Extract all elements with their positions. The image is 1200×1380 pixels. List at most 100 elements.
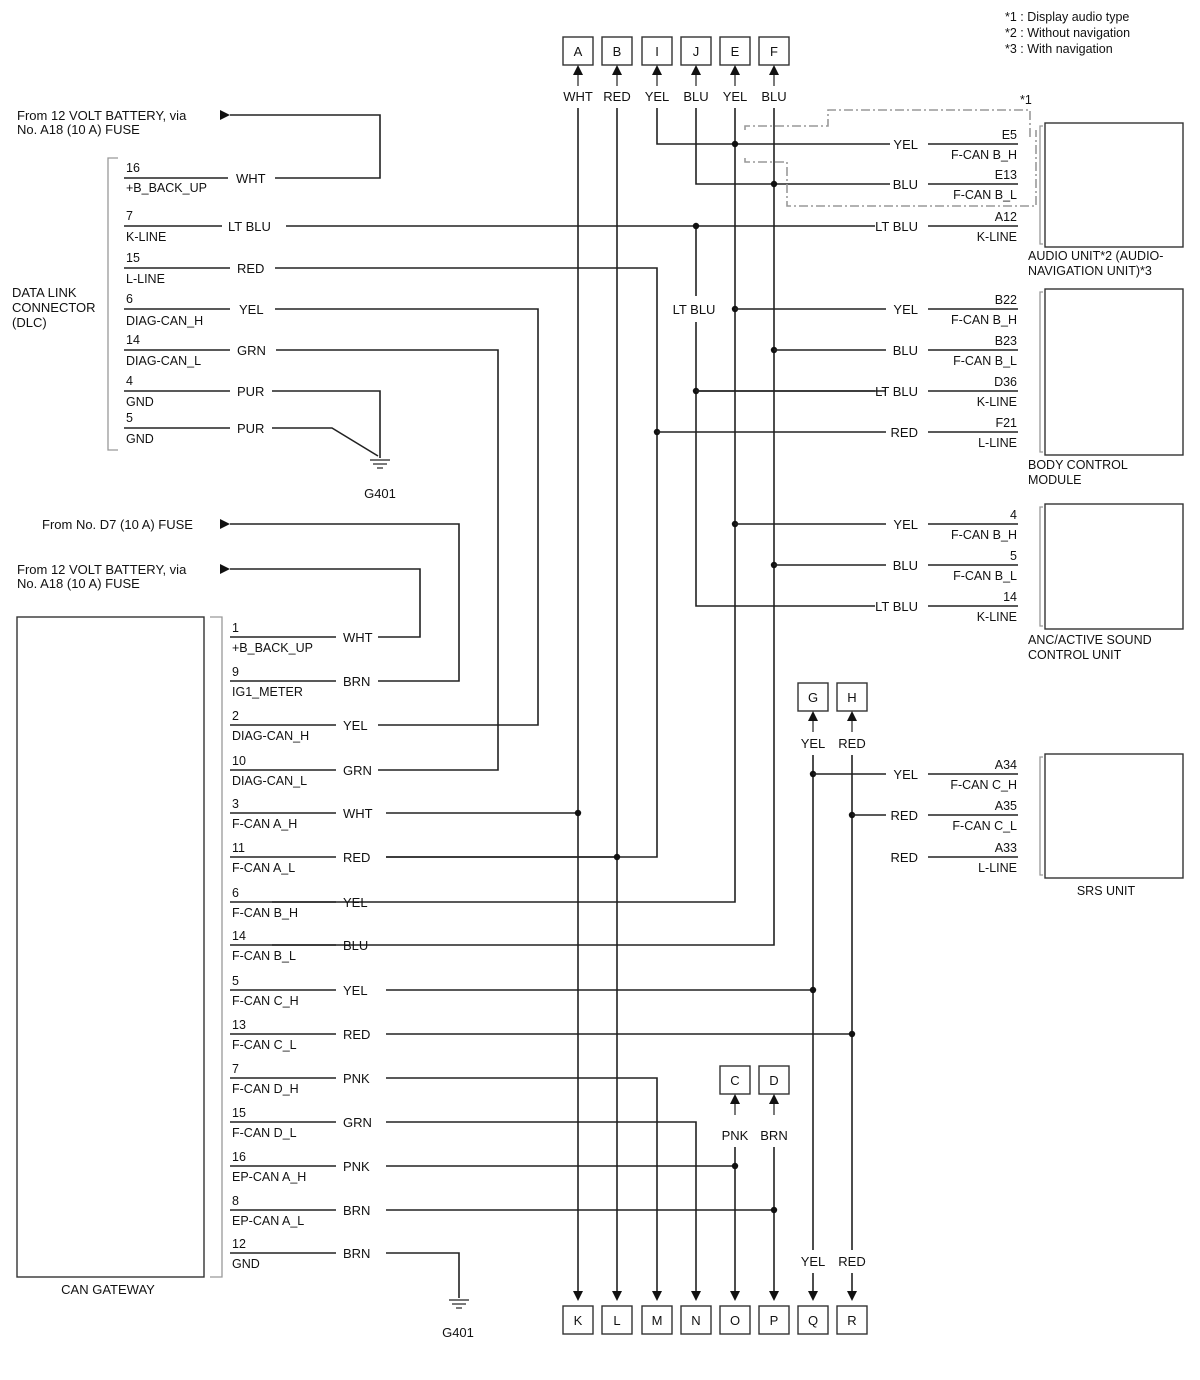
module-pin-wire: LT BLU (875, 599, 918, 614)
gateway-pin-signal: +B_BACK_UP (232, 641, 313, 655)
gateway-pin-number: 10 (232, 754, 246, 768)
connector-M[interactable]: M (641, 1305, 673, 1335)
connector-H-label: H (847, 690, 856, 705)
connector-F-wire: BLU (761, 89, 786, 104)
module-pin-signal: F-CAN C_L (952, 819, 1017, 833)
gateway-pin-wire: YEL (343, 718, 368, 733)
q-wire-label: YEL (801, 1254, 826, 1269)
srs-name: SRS UNIT (1077, 884, 1136, 898)
gateway-pin-number: 11 (232, 841, 245, 855)
connector-R[interactable]: R (836, 1305, 868, 1335)
dlc-pin-num: 4 (126, 374, 133, 388)
legend-notes: *1 : Display audio type *2 : Without nav… (1005, 10, 1130, 56)
body-control-module: BODY CONTROL MODULE (1028, 288, 1184, 487)
module-pin-number: 5 (1010, 549, 1017, 563)
gateway-pin-number: 8 (232, 1194, 239, 1208)
connector-L-label: L (613, 1313, 620, 1328)
module-pin-wire: BLU (893, 558, 918, 573)
d7-fuse-source: From No. D7 (10 A) FUSE (42, 517, 193, 532)
connector-K[interactable]: K (562, 1305, 594, 1335)
dlc-pin-signal: K-LINE (126, 230, 166, 244)
connector-F-label: F (770, 44, 778, 59)
gateway-pin-signal: EP-CAN A_H (232, 1170, 306, 1184)
gateway-pin-wire: BRN (343, 1246, 370, 1261)
module-pin-number: 4 (1010, 508, 1017, 522)
audio-unit-name-1: AUDIO UNIT*2 (AUDIO- (1028, 249, 1163, 263)
connector-E[interactable]: E YEL (719, 36, 751, 104)
connector-F[interactable]: F BLU (758, 36, 790, 104)
gateway-pin-signal: EP-CAN A_L (232, 1214, 304, 1228)
connector-D[interactable]: D BRN (758, 1065, 790, 1143)
bcm-name-1: BODY CONTROL (1028, 458, 1128, 472)
connector-G[interactable]: G YEL (797, 682, 829, 751)
gateway-pin-wire: WHT (343, 630, 373, 645)
connector-B-wire: RED (603, 89, 630, 104)
audio-unit-box[interactable] (1044, 122, 1184, 248)
module-pin-number: A34 (995, 758, 1017, 772)
connector-Q-label: Q (808, 1313, 818, 1328)
connector-L[interactable]: L (601, 1305, 633, 1335)
module-pin-signal: L-LINE (978, 436, 1017, 450)
gateway-pin-wire: PNK (343, 1159, 370, 1174)
srs-box[interactable] (1044, 753, 1184, 879)
gateway-pin-signal: F-CAN C_L (232, 1038, 297, 1052)
bus-wires (272, 108, 890, 1301)
connector-C[interactable]: C PNK (719, 1065, 751, 1143)
connector-B[interactable]: B RED (601, 36, 633, 104)
bcm-box[interactable] (1044, 288, 1184, 456)
module-pin-number: A33 (995, 841, 1017, 855)
connector-Q[interactable]: Q (797, 1305, 829, 1335)
connector-D-label: D (769, 1073, 778, 1088)
connector-H[interactable]: H RED (836, 682, 868, 751)
connector-I[interactable]: I YEL (641, 36, 673, 104)
dlc-pin-wire: PUR (237, 421, 264, 436)
module-pin-wire: BLU (893, 343, 918, 358)
gateway-ground-label: G401 (442, 1325, 474, 1340)
gateway-pin-number: 5 (232, 974, 239, 988)
module-pin-wire: LT BLU (875, 219, 918, 234)
mid-connectors-cd: C PNK D BRN (719, 1065, 790, 1301)
connector-P-label: P (770, 1313, 779, 1328)
connector-N[interactable]: N (680, 1305, 712, 1335)
anc-box[interactable] (1044, 503, 1184, 630)
module-pin-signal: F-CAN B_L (953, 188, 1017, 202)
srs-unit: SRS UNIT (1039, 753, 1184, 898)
connector-J-wire: BLU (683, 89, 708, 104)
connector-A[interactable]: A WHT (562, 36, 594, 104)
connector-P[interactable]: P (758, 1305, 790, 1335)
gateway-sources: From No. D7 (10 A) FUSE From 12 VOLT BAT… (17, 517, 460, 682)
note-star-1: *1 (1020, 93, 1032, 107)
gateway-pin-number: 12 (232, 1237, 246, 1251)
bcm-name-2: MODULE (1028, 473, 1081, 487)
dlc-pin-wire: RED (237, 261, 264, 276)
dlc-name-3: (DLC) (12, 315, 47, 330)
gateway-pin-signal: GND (232, 1257, 260, 1271)
module-pin-wire: RED (891, 425, 918, 440)
dlc-pin-signal: DIAG-CAN_L (126, 354, 201, 368)
dlc-pin-num: 7 (126, 209, 133, 223)
module-pin-signal: F-CAN B_H (951, 148, 1017, 162)
dlc: DATA LINK CONNECTOR (DLC) From 12 VOLT B… (12, 108, 875, 858)
module-pin-number: E5 (1002, 128, 1017, 142)
module-pin-wire: RED (891, 850, 918, 865)
connector-O[interactable]: O (719, 1305, 751, 1335)
connector-J-label: J (693, 44, 700, 59)
battery-b-source: From 12 VOLT BATTERY, via (17, 562, 187, 577)
gateway-pin-signal: IG1_METER (232, 685, 303, 699)
mid-connectors-gh: G YEL H RED YEL RED (797, 682, 868, 1301)
connector-J[interactable]: J BLU (680, 36, 712, 104)
module-pin-signal: F-CAN B_L (953, 354, 1017, 368)
module-pin-number: F21 (995, 416, 1017, 430)
wire-F (272, 108, 775, 946)
can-gateway-box[interactable] (16, 616, 205, 1278)
